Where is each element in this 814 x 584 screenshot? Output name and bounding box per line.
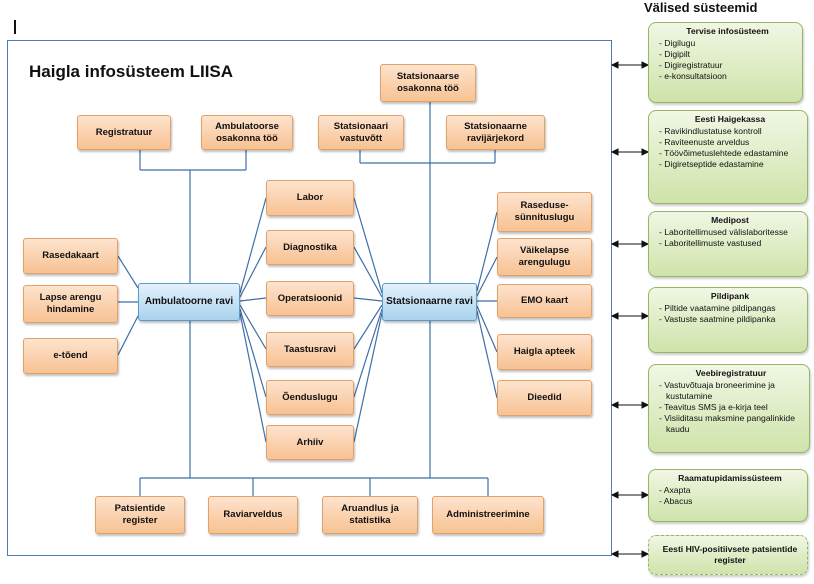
ext-item: Digilugu bbox=[659, 38, 796, 49]
box-ambulatoorse-osakonna-too: Ambulatoorse osakonna töö bbox=[201, 115, 293, 150]
external-systems-title: Välised süsteemid bbox=[644, 0, 758, 15]
ext-eesti-haigekassa-title: Eesti Haigekassa bbox=[694, 114, 766, 124]
ext-hiv-register: Eesti HIV-positiivsete patsientide regis… bbox=[648, 535, 808, 575]
ext-item: Raviteenuste arveldus bbox=[659, 137, 801, 148]
ext-raamatupidamissusteem-title: Raamatupidamissüsteem bbox=[678, 473, 782, 483]
hospital-system-frame bbox=[7, 40, 612, 556]
ext-pildipank: Pildipank Piltide vaatamine pildipangas … bbox=[648, 287, 808, 353]
box-aruandlus-ja-statistika: Aruandlus ja statistika bbox=[322, 496, 418, 534]
ext-pildipank-title: Pildipank bbox=[710, 291, 750, 301]
ext-hiv-register-title: Eesti HIV-positiivsete patsientide regis… bbox=[662, 544, 798, 565]
text-cursor bbox=[14, 20, 16, 34]
ext-item: Ravikindlustatuse kontroll bbox=[659, 126, 801, 137]
box-statsionaarne-ravijarjekord: Statsionaarne ravijärjekord bbox=[446, 115, 545, 150]
ext-item: Axapta bbox=[659, 485, 801, 496]
hub-ambulatoorne-ravi: Ambulatoorne ravi bbox=[138, 283, 240, 321]
ext-tervise-infosusteem-title: Tervise infosüsteem bbox=[686, 26, 769, 36]
diagram-title: Haigla infosüsteem LIISA bbox=[29, 62, 234, 81]
box-arhiiv: Arhiiv bbox=[266, 425, 354, 460]
box-rasedakaart: Rasedakaart bbox=[23, 238, 118, 274]
ext-item: Digipilt bbox=[659, 49, 796, 60]
box-lapse-arengu-hindamine: Lapse arengu hindamine bbox=[23, 285, 118, 323]
box-operatsioonid: Operatsioonid bbox=[266, 281, 354, 316]
box-registratuur: Registratuur bbox=[77, 115, 171, 150]
ext-item: Laboritellimuste vastused bbox=[659, 238, 801, 249]
box-e-toend: e-tõend bbox=[23, 338, 118, 374]
box-statsionaarse-osakonna-too: Statsionaarse osakonna töö bbox=[380, 64, 476, 102]
box-oenduslugu: Õenduslugu bbox=[266, 380, 354, 415]
ext-item: Vastuste saatmine pildipanka bbox=[659, 314, 801, 325]
ext-tervise-infosusteem: Tervise infosüsteem Digilugu Digipilt Di… bbox=[648, 22, 803, 103]
box-patsientide-register: Patsientide register bbox=[95, 496, 185, 534]
ext-item: Vastuvõtuaja broneerimine ja kustutamine bbox=[659, 380, 803, 402]
ext-raamatupidamissusteem: Raamatupidamissüsteem Axapta Abacus bbox=[648, 469, 808, 522]
box-emo-kaart: EMO kaart bbox=[497, 284, 592, 318]
ext-eesti-haigekassa: Eesti Haigekassa Ravikindlustatuse kontr… bbox=[648, 110, 808, 204]
ext-item: Töövõimetuslehtede edastamine bbox=[659, 148, 801, 159]
ext-medipost-title: Medipost bbox=[711, 215, 749, 225]
ext-item: e-konsultatsioon bbox=[659, 71, 796, 82]
box-diagnostika: Diagnostika bbox=[266, 230, 354, 265]
ext-item: Visiiditasu maksmine pangalinkide kaudu bbox=[659, 413, 803, 435]
ext-item: Teavitus SMS ja e-kirja teel bbox=[659, 402, 803, 413]
box-vaikelapse-arengulugu: Väikelapse arengulugu bbox=[497, 238, 592, 276]
ext-veebiregistratuur: Veebiregistratuur Vastuvõtuaja broneerim… bbox=[648, 364, 810, 453]
box-taastusravi: Taastusravi bbox=[266, 332, 354, 367]
ext-item: Laboritellimused välislaboritesse bbox=[659, 227, 801, 238]
box-statsionaari-vastuvott: Statsionaari vastuvõtt bbox=[318, 115, 404, 150]
ext-medipost: Medipost Laboritellimused välislaborites… bbox=[648, 211, 808, 277]
box-haigla-apteek: Haigla apteek bbox=[497, 334, 592, 370]
ext-item: Abacus bbox=[659, 496, 801, 507]
ext-item: Digiretseptide edastamine bbox=[659, 159, 801, 170]
ext-item: Piltide vaatamine pildipangas bbox=[659, 303, 801, 314]
box-administreerimine: Administreerimine bbox=[432, 496, 544, 534]
ext-veebiregistratuur-title: Veebiregistratuur bbox=[695, 368, 767, 378]
box-dieedid: Dieedid bbox=[497, 380, 592, 416]
box-raviarveldus: Raviarveldus bbox=[208, 496, 298, 534]
ext-item: Digiregistratuur bbox=[659, 60, 796, 71]
box-raseduse-sunnituslugu: Raseduse-sünnituslugu bbox=[497, 192, 592, 232]
box-labor: Labor bbox=[266, 180, 354, 216]
hub-statsionaarne-ravi: Statsionaarne ravi bbox=[382, 283, 477, 321]
